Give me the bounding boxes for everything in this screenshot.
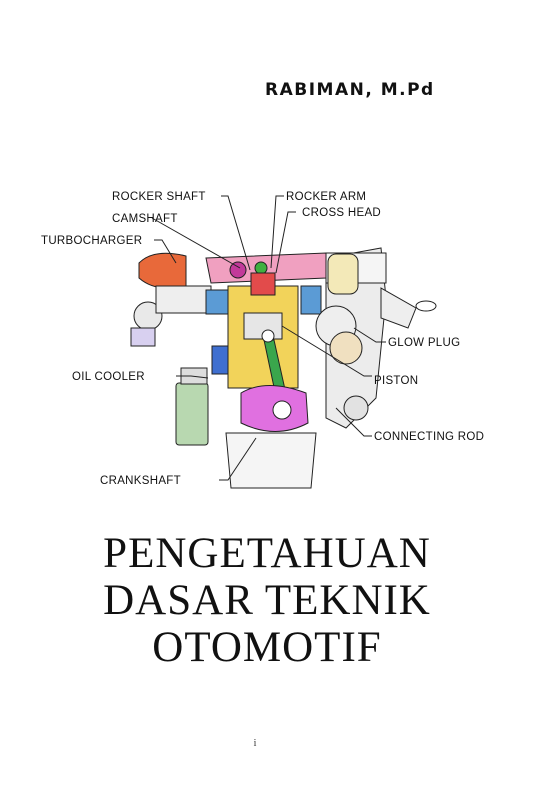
label-connecting-rod: CONNECTING ROD: [374, 431, 484, 443]
label-piston: PISTON: [374, 375, 418, 387]
label-turbocharger: TURBOCHARGER: [41, 235, 142, 247]
label-crankshaft: CRANKSHAFT: [100, 475, 181, 487]
engine-diagram: ROCKER SHAFT ROCKER ARM CROSS HEAD CAMSH…: [41, 191, 484, 489]
title-line-1: PENGETAHUAN: [103, 530, 431, 577]
author-name: RABIMAN, M.Pd: [265, 80, 435, 100]
leader-lines: [151, 195, 386, 481]
page-number: i: [253, 738, 257, 749]
label-cross-head: CROSS HEAD: [302, 207, 381, 219]
engine-illustration: [130, 247, 437, 489]
book-title: PENGETAHUAN DASAR TEKNIK OTOMOTIF: [0, 530, 534, 671]
label-rocker-arm: ROCKER ARM: [286, 191, 366, 203]
label-rocker-shaft: ROCKER SHAFT: [112, 191, 206, 203]
turbo-shape: [138, 252, 187, 289]
label-oil-cooler: OIL COOLER: [72, 371, 145, 383]
title-line-2: DASAR TEKNIK: [103, 577, 431, 624]
title-line-3: OTOMOTIF: [152, 624, 382, 671]
label-camshaft: CAMSHAFT: [112, 213, 178, 225]
label-glow-plug: GLOW PLUG: [388, 337, 460, 349]
